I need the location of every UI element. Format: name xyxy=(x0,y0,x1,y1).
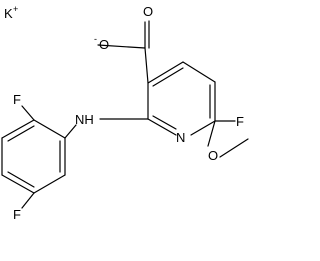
phenyl-fluorine-ortho-label: F xyxy=(13,92,21,107)
molecule-structure: K + O - O F N O NH F F xyxy=(1,4,249,222)
bond-ph2-f xyxy=(21,105,35,121)
amine-label: NH xyxy=(75,112,94,127)
bond-c-o-single xyxy=(97,44,146,49)
potassium-charge: + xyxy=(13,4,18,14)
bond-ph-inner-1 xyxy=(7,125,35,142)
ring-nitrogen-label: N xyxy=(176,130,185,145)
potassium-label: K xyxy=(4,6,13,21)
methoxy-oxygen-label: O xyxy=(208,148,218,163)
bond-c3-c4-inner xyxy=(152,67,184,87)
bond-c3-c4 xyxy=(147,61,184,84)
phenyl-fluorine-para-label: F xyxy=(13,207,21,222)
ring-fluorine-label: F xyxy=(236,114,244,129)
bond-c6-n xyxy=(190,120,216,136)
bond-ph5-f xyxy=(21,192,35,209)
atom-labels: K + O - O F N O NH F F xyxy=(4,4,244,222)
bond-nh-ph xyxy=(64,124,77,139)
bond-c-c3 xyxy=(144,47,149,84)
bond-ph5-ph6 xyxy=(33,174,66,194)
bond-ph1-ph2 xyxy=(33,119,66,139)
bond-o-ch3 xyxy=(219,138,249,158)
bond-n-c2 xyxy=(147,118,177,136)
bond-ph-inner-2 xyxy=(7,171,35,188)
bond-c6-o xyxy=(207,120,216,147)
bond-n-c2-inner xyxy=(152,115,177,130)
carboxylate-oxygen-label: O xyxy=(99,37,109,52)
bond-ph2-ph3 xyxy=(1,119,35,139)
carboxylate-charge: - xyxy=(94,34,97,44)
structure-canvas: K + O - O F N O NH F F xyxy=(1,4,249,222)
bond-c4-c5 xyxy=(182,61,216,83)
carbonyl-oxygen-label: O xyxy=(143,4,153,19)
bonds xyxy=(1,20,249,209)
bond-ph4-ph5 xyxy=(1,174,35,194)
